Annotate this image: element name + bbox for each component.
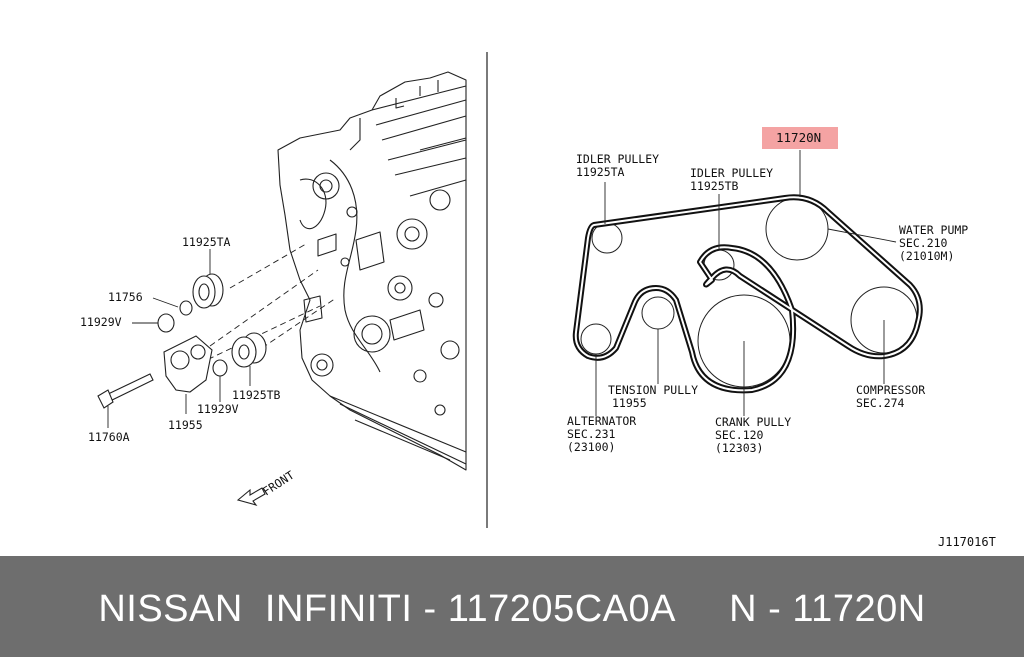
label-water-pump-sec: SEC.210 xyxy=(899,236,948,250)
label-alternator-sec: SEC.231 xyxy=(567,427,616,441)
label-water-pump-name: WATER PUMP xyxy=(899,223,968,237)
label-alternator-part: (23100) xyxy=(567,440,615,454)
front-arrow-icon xyxy=(236,487,266,506)
front-label: FRONT xyxy=(260,468,297,499)
label-water-pump-part: (21010M) xyxy=(899,249,954,263)
diagram-code: J117016T xyxy=(938,535,996,549)
label-compressor-sec: SEC.274 xyxy=(856,396,905,410)
callout-11929v-upper: 11929V xyxy=(80,315,122,329)
label-alternator-name: ALTERNATOR xyxy=(567,414,636,428)
callout-11760a: 11760A xyxy=(88,430,130,444)
label-idler-tb-part: 11925TB xyxy=(690,179,739,193)
belt-callout-lines xyxy=(595,150,897,416)
label-tension-name: TENSION PULLY xyxy=(608,383,698,397)
footer-part-info: NISSAN INFINITI - 117205CA0A N - 11720N xyxy=(98,588,926,630)
drive-belt xyxy=(572,194,923,394)
label-idler-ta-name: IDLER PULLEY xyxy=(576,152,659,166)
label-compressor-name: COMPRESSOR xyxy=(856,383,925,397)
footer-bar: NISSAN INFINITI - 117205CA0A N - 11720N xyxy=(0,556,1024,657)
callout-11756: 11756 xyxy=(108,290,143,304)
pulleys xyxy=(580,197,918,388)
exploded-parts xyxy=(97,273,267,409)
label-idler-ta-part: 11925TA xyxy=(576,165,625,179)
label-crank-name: CRANK PULLY xyxy=(715,415,791,429)
engine-illustration xyxy=(277,71,467,471)
callout-11925ta: 11925TA xyxy=(182,235,231,249)
label-tension-part: 11955 xyxy=(612,396,647,410)
callout-11925tb: 11925TB xyxy=(232,388,281,402)
label-idler-tb-name: IDLER PULLEY xyxy=(690,166,773,180)
highlight-part-box xyxy=(762,127,838,149)
callout-11929v-lower: 11929V xyxy=(197,402,239,416)
label-crank-part: (12303) xyxy=(715,441,763,455)
tension-pulley xyxy=(641,296,675,330)
callout-11955: 11955 xyxy=(168,418,203,432)
highlight-part-number: 11720N xyxy=(776,130,821,145)
parts-diagram: 11925TA 11756 11929V 11760A 11955 11929V… xyxy=(80,52,996,549)
alternator-pulley xyxy=(580,323,612,355)
label-crank-sec: SEC.120 xyxy=(715,428,764,442)
callout-lines xyxy=(107,249,251,428)
